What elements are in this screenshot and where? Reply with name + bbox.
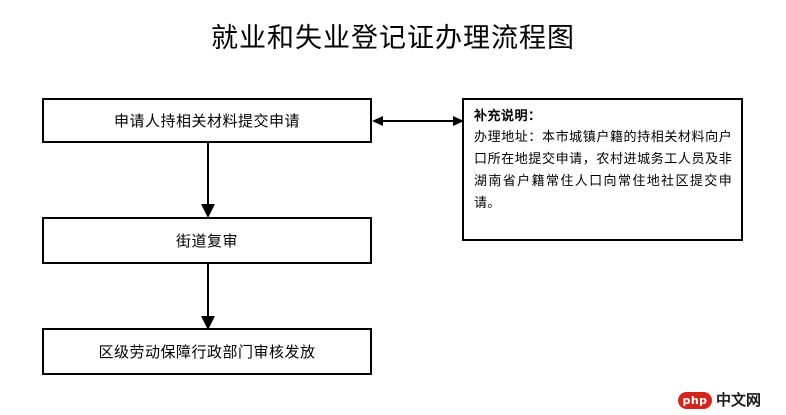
watermark-label: 中文网 [716,390,762,409]
php-logo-icon: php [678,391,712,409]
connector-apply-to-note [372,116,464,126]
connector-apply-to-review [201,141,215,218]
flow-node-review-label: 街道复审 [175,231,238,250]
supplementary-note-heading: 补充说明： [474,109,542,124]
supplementary-note-box: 补充说明： 办理地址：本市城镇户籍的持相关材料向户口所在地提交申请，农村进城务工… [462,98,743,241]
page-title: 就业和失业登记证办理流程图 [211,23,575,54]
flow-node-issue-label: 区级劳动保障行政部门审核发放 [98,342,316,361]
flow-node-apply: 申请人持相关材料提交申请 [42,98,372,143]
connector-review-to-issue [201,262,215,330]
flow-node-review: 街道复审 [42,217,372,264]
flow-node-issue: 区级劳动保障行政部门审核发放 [42,328,372,375]
watermark: php 中文网 [678,390,761,410]
flow-node-apply-label: 申请人持相关材料提交申请 [113,111,300,130]
supplementary-note-body: 办理地址：本市城镇户籍的持相关材料向户口所在地提交申请，农村进城务工人员及非湖南… [474,130,732,211]
